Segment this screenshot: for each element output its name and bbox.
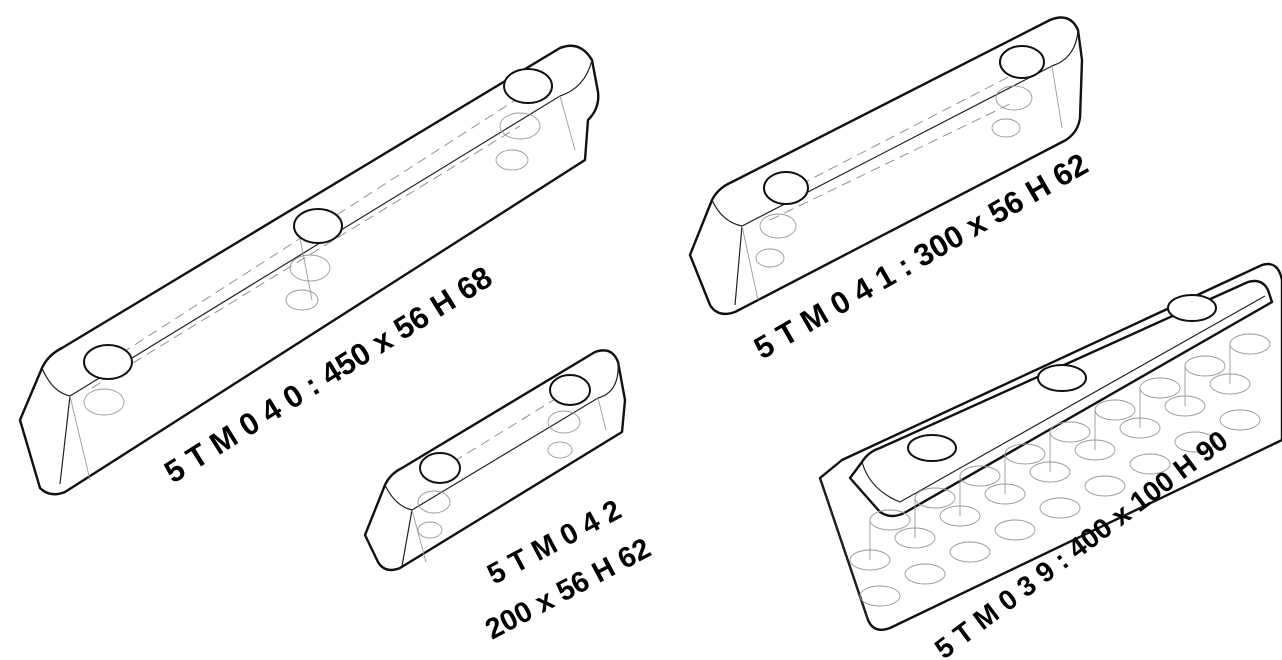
hole [549,374,591,406]
hole [83,344,133,380]
pocket-grid [849,333,1271,607]
hole [293,208,343,244]
block-5tm040 [18,44,600,496]
hole [763,171,809,205]
hole [999,45,1045,79]
hole [1167,294,1217,322]
hole [503,68,553,104]
block-5tm042 [363,349,627,572]
block-5tm039 [818,262,1282,631]
hole [1037,364,1087,392]
hole [907,434,957,462]
block-5tm041 [688,16,1084,316]
hole [419,452,461,484]
